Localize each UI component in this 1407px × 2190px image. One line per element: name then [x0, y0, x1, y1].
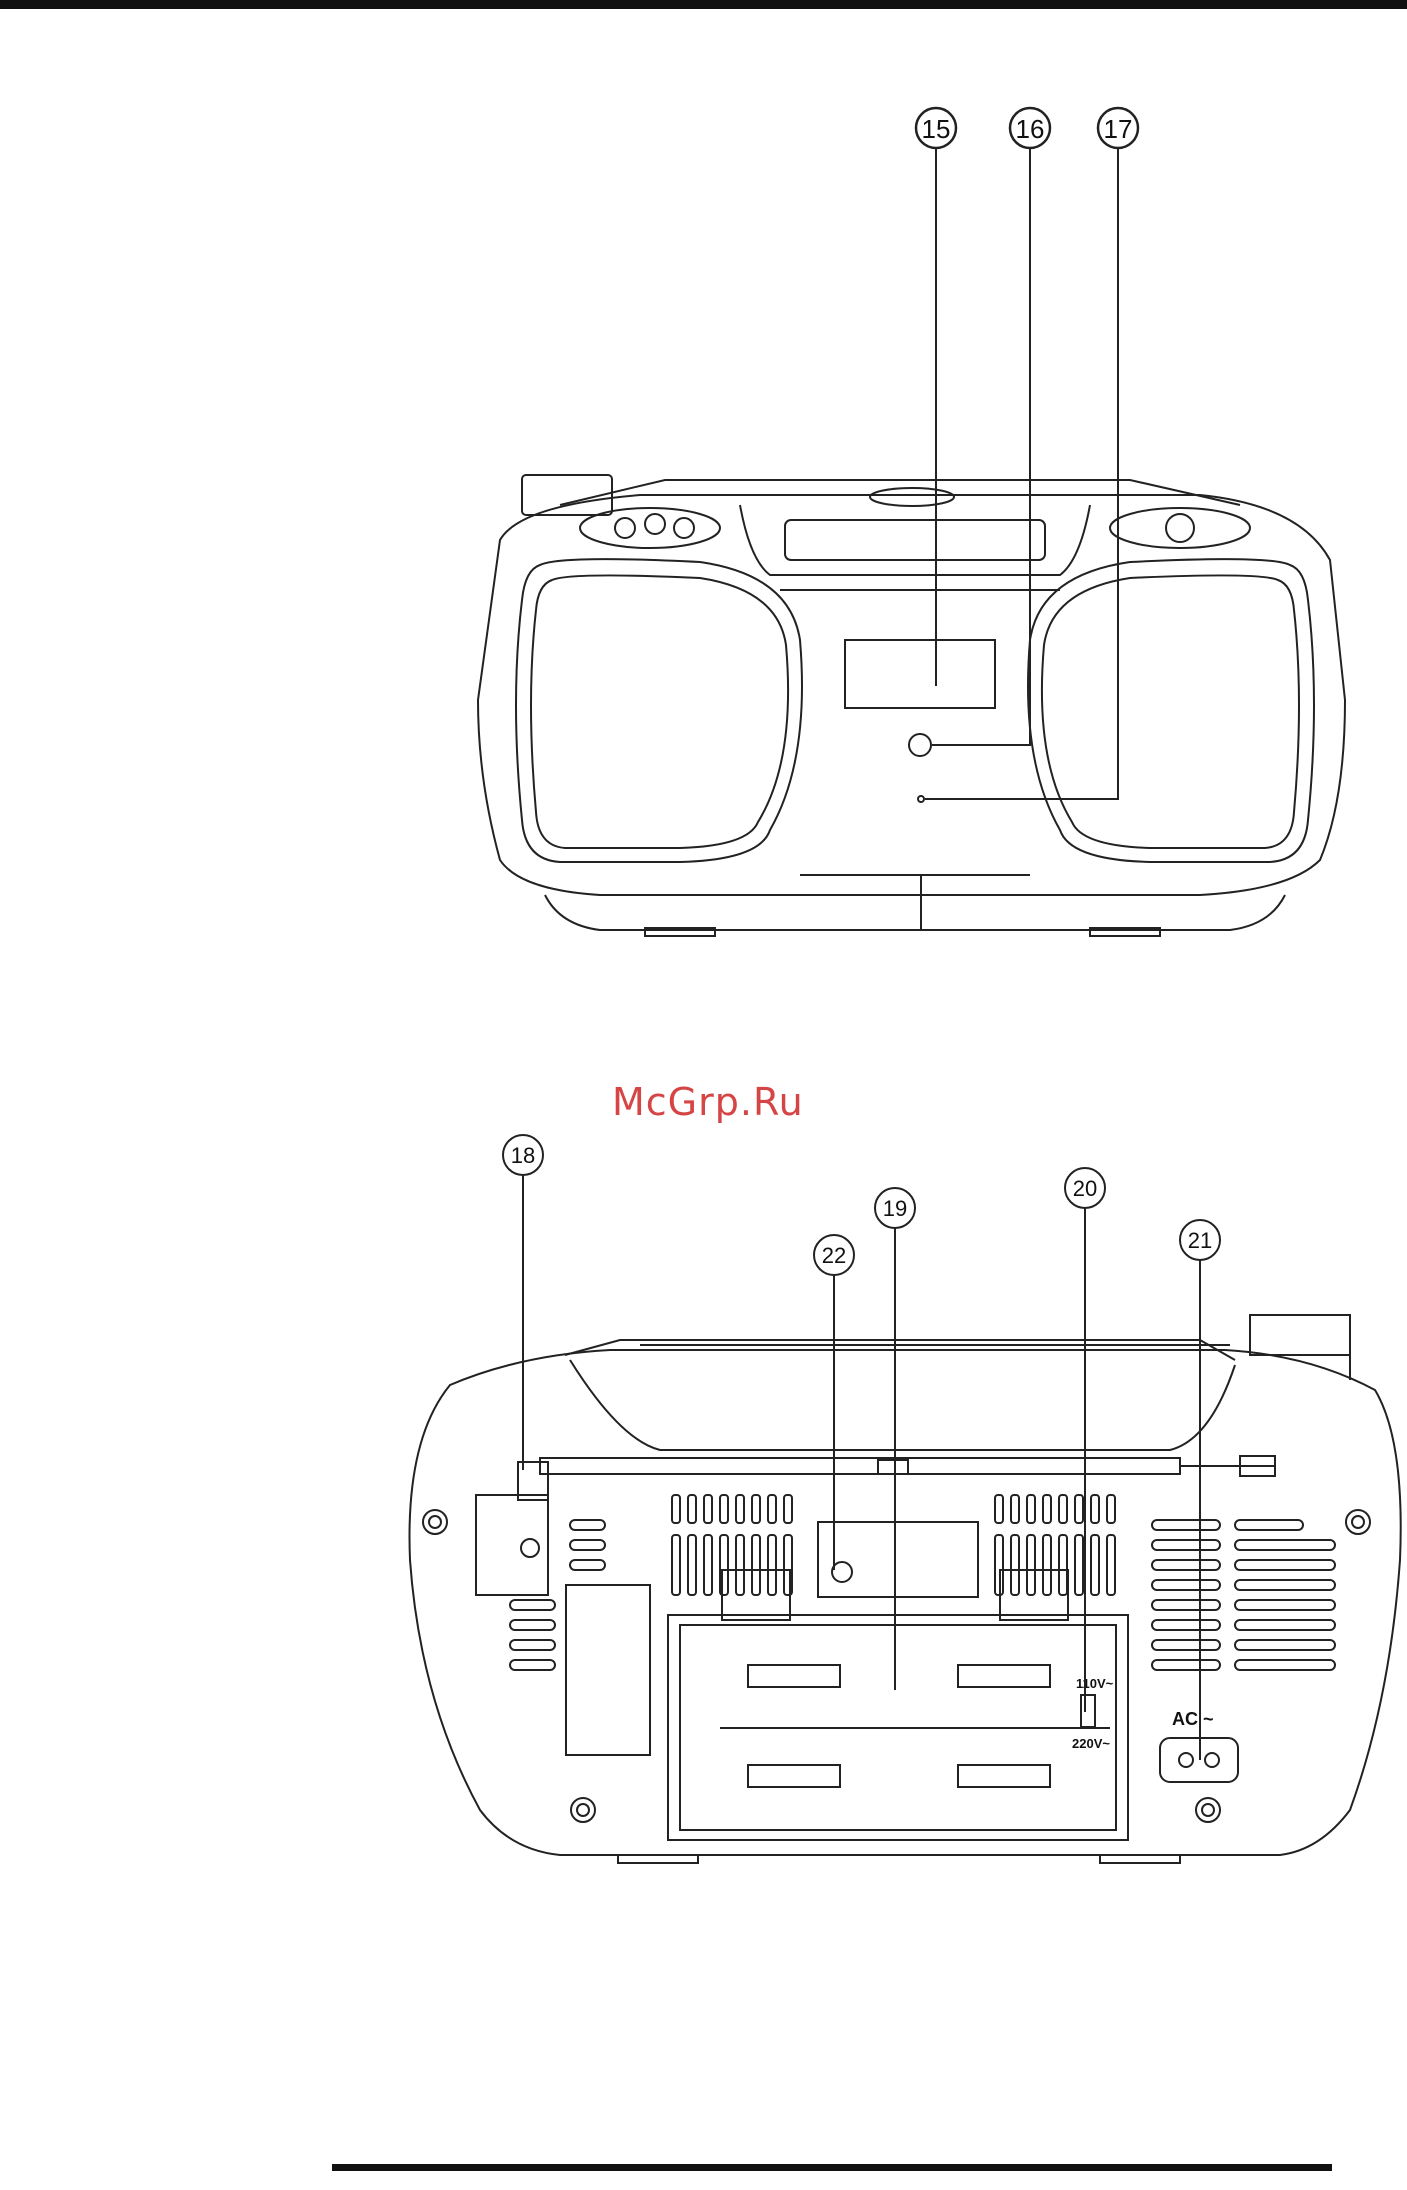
rear-view: 110V~ 220V~ AC ~	[410, 1135, 1401, 1863]
front-view: 15 16 17	[478, 108, 1345, 936]
button	[615, 518, 635, 538]
callout-22: 22	[822, 1243, 846, 1268]
callout-21: 21	[1188, 1228, 1212, 1253]
right-speaker-inner	[1042, 575, 1299, 848]
right-vents	[1152, 1520, 1335, 1670]
screw-icon	[1202, 1804, 1214, 1816]
screw-icon	[571, 1798, 595, 1822]
center-panel	[780, 590, 1060, 875]
front-body-outline	[478, 495, 1345, 895]
left-panel	[566, 1585, 650, 1755]
screw-icon	[423, 1510, 447, 1534]
cd-window	[740, 505, 1090, 575]
upper-vents	[672, 1495, 1115, 1595]
ac-socket-pin	[1205, 1753, 1219, 1767]
cd-spindle	[870, 488, 954, 506]
battery-slot	[958, 1665, 1050, 1687]
top-deck	[560, 480, 1240, 505]
left-speaker-inner	[531, 575, 788, 848]
button	[674, 518, 694, 538]
voltage-selector-switch	[1081, 1695, 1095, 1727]
button	[645, 514, 665, 534]
callout-17: 17	[1104, 114, 1133, 144]
antenna-base	[476, 1495, 548, 1595]
left-speaker-outer	[516, 559, 802, 862]
remote-sensor	[909, 734, 931, 756]
indicator-led	[918, 796, 924, 802]
leader-17	[925, 148, 1118, 799]
screw-icon	[429, 1516, 441, 1528]
base	[545, 895, 1285, 930]
screw-icon	[1196, 1798, 1220, 1822]
left-button-cluster	[580, 508, 720, 548]
watermark: McGrp.Ru	[612, 1080, 804, 1124]
battery-slot	[958, 1765, 1050, 1787]
rear-foot-right	[1100, 1855, 1180, 1863]
volume-knob	[1166, 514, 1194, 542]
voltage-label-220: 220V~	[1072, 1736, 1110, 1751]
leader-16	[932, 148, 1030, 745]
rear-foot-left	[618, 1855, 698, 1863]
bottom-rule	[332, 2164, 1332, 2171]
voltage-label-110: 110V~	[1076, 1676, 1114, 1691]
ac-label: AC ~	[1172, 1709, 1214, 1729]
screw-icon	[1352, 1516, 1364, 1528]
antenna-jack	[521, 1539, 539, 1557]
rear-handle	[1250, 1315, 1350, 1355]
rear-body-outline	[410, 1350, 1401, 1855]
callout-20: 20	[1073, 1176, 1097, 1201]
rear-label-panel	[818, 1522, 978, 1597]
rear-cd-hump	[570, 1360, 1235, 1450]
callout-16: 16	[1016, 114, 1045, 144]
cd-display-panel	[785, 520, 1045, 560]
callout-18: 18	[511, 1143, 535, 1168]
antenna-clip	[878, 1460, 908, 1474]
screw-icon	[1346, 1510, 1370, 1534]
callout-15: 15	[922, 114, 951, 144]
battery-slot	[748, 1665, 840, 1687]
screw-icon	[577, 1804, 589, 1816]
ac-socket-pin	[1179, 1753, 1193, 1767]
callout-19: 19	[883, 1196, 907, 1221]
lcd-display	[845, 640, 995, 708]
battery-slot	[748, 1765, 840, 1787]
right-speaker-outer	[1028, 559, 1314, 862]
